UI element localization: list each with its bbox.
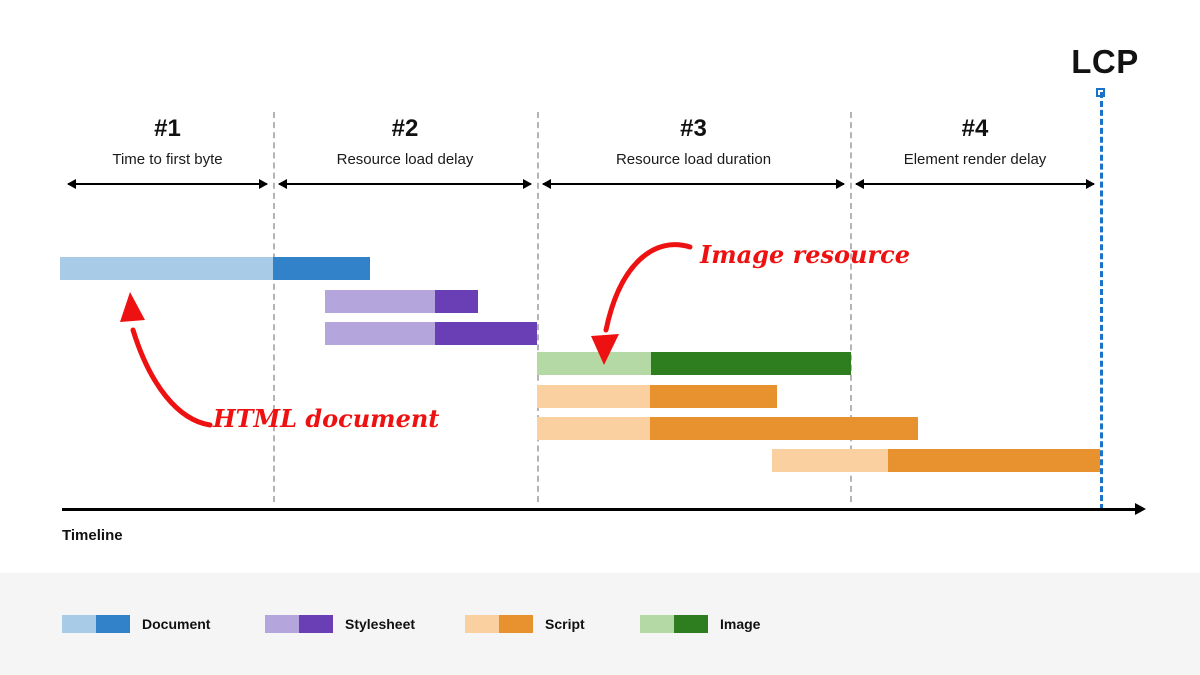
phase-description-1: Time to first byte (112, 151, 223, 168)
bar-wait-segment (772, 449, 888, 472)
bar-wait-segment (537, 417, 650, 440)
legend-swatch-dark (674, 615, 708, 633)
phase-span-arrow-4 (855, 179, 1095, 189)
annotation-html-document: HTML document (213, 404, 440, 433)
bar-wait-segment (325, 290, 435, 313)
lcp-dashed-line (1100, 92, 1103, 510)
legend-swatch-pair (62, 615, 130, 633)
timeline-axis (62, 503, 1146, 515)
lcp-label: LCP (1071, 43, 1139, 80)
bar-transfer-segment (435, 290, 478, 313)
bar-transfer-segment (435, 322, 537, 345)
legend-swatch-light (640, 615, 674, 633)
waterfall-bar-script-7 (772, 449, 1100, 472)
phase-description-2: Resource load delay (336, 151, 474, 168)
legend-swatch-dark (96, 615, 130, 633)
bar-wait-segment (537, 385, 650, 408)
legend-swatch-pair (465, 615, 533, 633)
legend-label: Document (142, 616, 211, 632)
phase-divider-3 (850, 112, 852, 502)
legend-band (0, 573, 1200, 675)
phase-divider-1 (273, 112, 275, 502)
annotation-image-resource: Image resource (700, 240, 910, 269)
waterfall-bar-document-1 (60, 257, 370, 280)
legend-swatch-light (62, 615, 96, 633)
legend-item-stylesheet: Stylesheet (265, 615, 415, 633)
legend-item-script: Script (465, 615, 585, 633)
legend-swatch-light (465, 615, 499, 633)
phase-number-3: #3 (680, 115, 707, 142)
phase-span-arrow-1 (67, 179, 268, 189)
timeline-axis-label: Timeline (62, 527, 123, 544)
phase-span-arrow-2 (278, 179, 532, 189)
waterfall-bar-stylesheet-2 (325, 290, 478, 313)
legend-label: Script (545, 616, 585, 632)
legend-item-image: Image (640, 615, 760, 633)
bar-transfer-segment (273, 257, 370, 280)
phase-divider-2 (537, 112, 539, 502)
legend-label: Image (720, 616, 761, 632)
bar-transfer-segment (650, 417, 918, 440)
bar-transfer-segment (888, 449, 1100, 472)
legend-swatch-pair (640, 615, 708, 633)
waterfall-bar-image-4 (537, 352, 851, 375)
phase-description-4: Element render delay (903, 151, 1047, 168)
legend-swatch-pair (265, 615, 333, 633)
phase-description-3: Resource load duration (615, 151, 772, 168)
legend-swatch-light (265, 615, 299, 633)
bar-transfer-segment (651, 352, 851, 375)
bar-wait-segment (537, 352, 651, 375)
waterfall-bar-stylesheet-3 (325, 322, 537, 345)
waterfall-bar-script-5 (537, 385, 777, 408)
phase-number-4: #4 (961, 115, 989, 142)
legend-item-document: Document (62, 615, 210, 633)
phase-number-1: #1 (154, 115, 181, 142)
phase-number-2: #2 (391, 115, 419, 142)
legend-swatch-dark (299, 615, 333, 633)
bar-transfer-segment (650, 385, 777, 408)
bar-wait-segment (60, 257, 273, 280)
legend-label: Stylesheet (345, 616, 416, 632)
waterfall-bar-script-6 (537, 417, 918, 440)
phase-span-arrow-3 (542, 179, 845, 189)
legend-swatch-dark (499, 615, 533, 633)
bar-wait-segment (325, 322, 435, 345)
